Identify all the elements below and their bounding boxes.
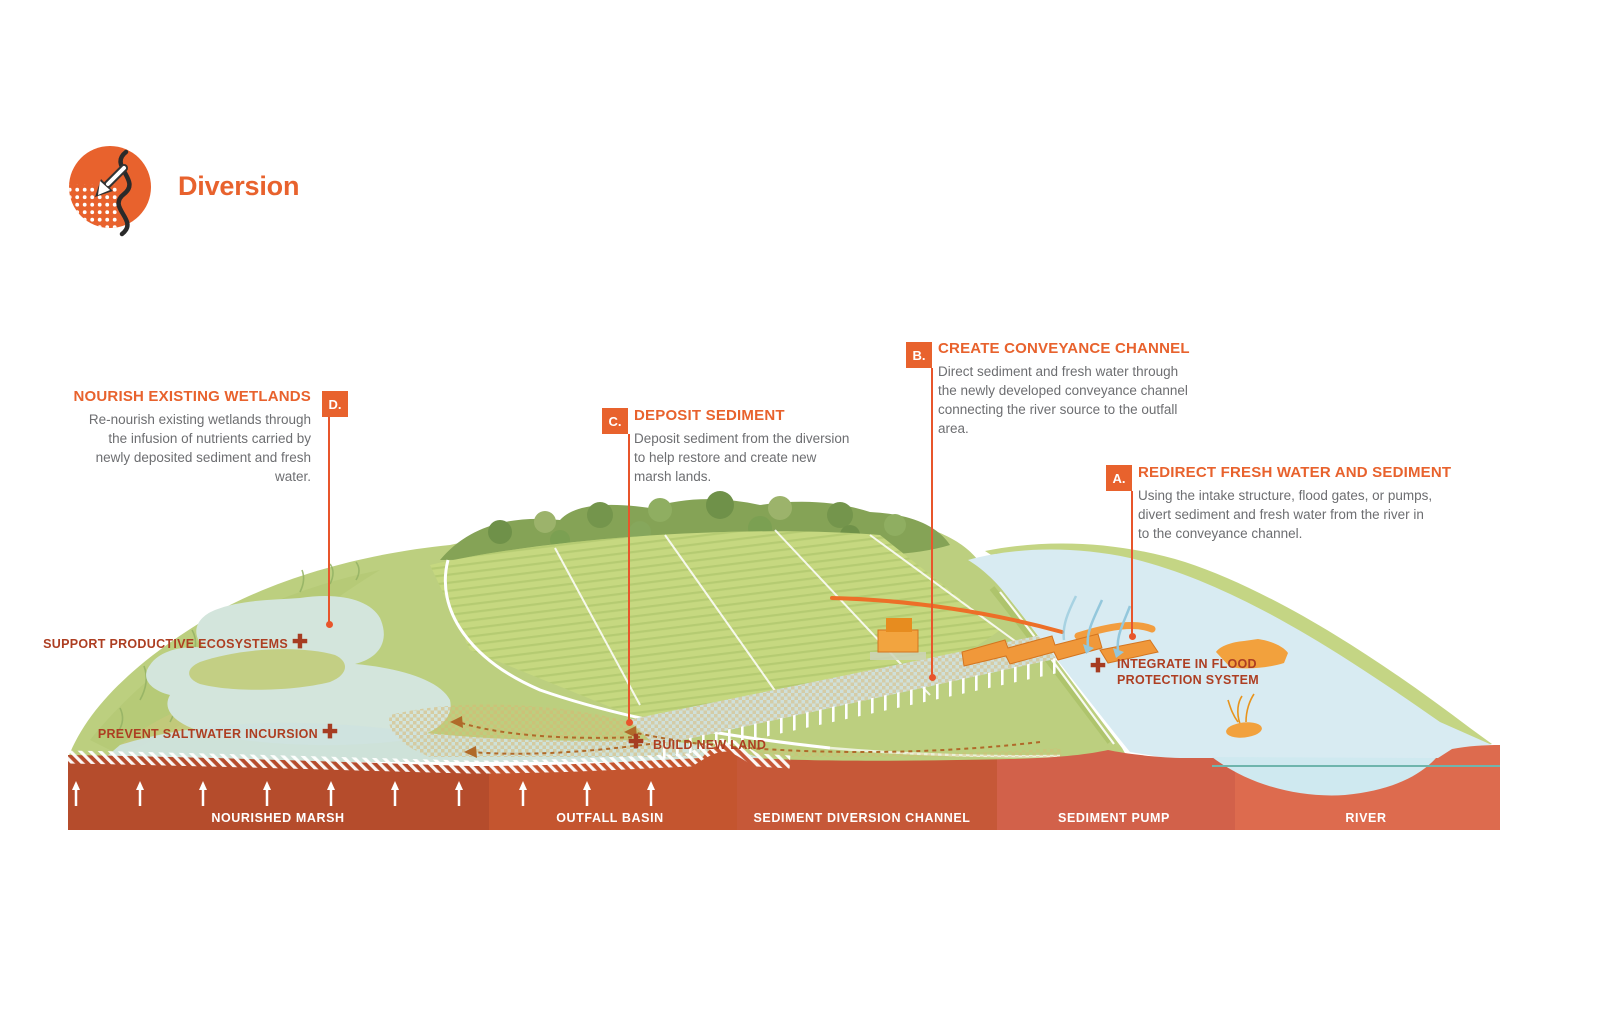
callout-a-badge: A. [1106,465,1132,491]
sediment-hatch-band [67,738,791,774]
plus-icon: ✚ [292,632,308,653]
river-squiggle-icon [116,149,132,237]
barge [1216,639,1288,669]
callout-c-text: Deposit sediment from the diversion [634,431,850,446]
callout-d-dot [326,621,333,628]
section-label-river: RIVER [1345,811,1387,825]
callout-d-badge: D. [322,391,348,417]
callout-d-title: NOURISH EXISTING WETLANDS [73,388,311,405]
callout-c-dot [626,719,633,726]
intake-structure [870,595,1159,667]
diversion-arrow-icon [95,164,128,197]
callout-c-badge: C. [602,408,628,434]
fields [430,529,1115,758]
callout-a-leader-line [1131,491,1133,634]
callout-a-dot [1129,633,1136,640]
plus-icon: ✚ [322,722,338,743]
callout-a-title: REDIRECT FRESH WATER AND SEDIMENT [1138,464,1452,481]
callout-b-text: Direct sediment and fresh water through [938,364,1179,379]
callout-d-text: Re-nourish existing wetlands through [88,412,311,427]
callout-a: REDIRECT FRESH WATER AND SEDIMENT Using … [1138,464,1452,541]
callout-b-badge: B. [906,342,932,368]
diversion-logo [69,146,151,237]
plus-icon: ✚ [628,732,644,753]
callout-c-title: DEPOSIT SEDIMENT [634,407,785,424]
section-label-sediment-pump: SEDIMENT PUMP [1058,811,1170,825]
callout-b-leader-line [931,368,933,675]
callout-b: CREATE CONVEYANCE CHANNEL Direct sedimen… [938,340,1190,436]
page-title: Diversion [178,171,300,201]
accretion-arrows [72,781,655,806]
section-label-outfall-basin: OUTFALL BASIN [556,811,664,825]
callout-c: DEPOSIT SEDIMENT Deposit sediment from t… [634,407,850,484]
callout-d: NOURISH EXISTING WETLANDS Re-nourish exi… [60,388,311,486]
section-label-nourished-marsh: NOURISHED MARSH [211,811,345,825]
levee-highlight [830,596,1064,634]
callout-d-leader-line [328,417,330,622]
callout-a-text: Using the intake structure, flood gates,… [1138,488,1433,503]
section-label-sediment-diversion-channel: SEDIMENT DIVERSION CHANNEL [753,811,971,825]
callout-b-title: CREATE CONVEYANCE CHANNEL [938,340,1190,357]
callout-c-leader-line [628,434,630,720]
sediment-pump-boat [1226,693,1262,738]
callout-b-dot [929,674,936,681]
marsh-ponds [100,596,1062,762]
label-support-productive-ecosystems: SUPPORT PRODUCTIVE ECOSYSTEMS [43,637,288,651]
plus-icon: ✚ [1090,656,1106,677]
label-integrate-flood-protection: INTEGRATE IN FLOOD PROTECTION SYSTEM [1117,657,1259,687]
label-build-new-land: BUILD NEW LAND [653,738,767,752]
cross-section [67,738,1500,830]
label-prevent-saltwater-incursion: PREVENT SALTWATER INCURSION [97,727,318,741]
